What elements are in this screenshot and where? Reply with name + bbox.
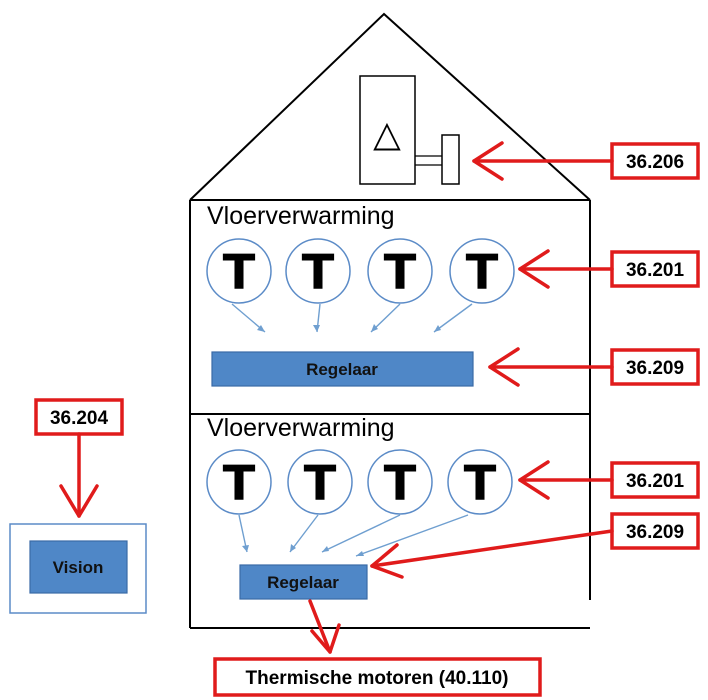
controller-box — [211, 351, 474, 387]
thermostat-circle — [449, 238, 515, 304]
floor-2-title: Vloerverwarming — [207, 414, 395, 442]
signal-arrow — [321, 514, 401, 553]
controller-box — [239, 564, 368, 600]
red-arrow-head — [370, 543, 404, 579]
thermostat-t-icon: T — [384, 456, 417, 512]
thermostat-t-icon: T — [464, 456, 497, 512]
arrowhead — [313, 325, 320, 332]
floor-1-title: Vloerverwarming — [207, 202, 395, 230]
thermostat-t-icon: T — [223, 456, 256, 512]
label-box — [610, 348, 700, 386]
label-36-201: 36.201 — [626, 260, 685, 281]
vision-label: Vision — [53, 558, 104, 577]
arrowhead — [257, 325, 265, 332]
vision-unit: Vision — [9, 523, 147, 614]
label-36-209: 36.209 — [626, 522, 684, 543]
floor-1-signal-arrows — [231, 303, 473, 333]
thermostat-circle — [206, 238, 272, 304]
arrowhead — [434, 325, 441, 332]
thermostat-circle — [285, 238, 351, 304]
callout-36-209-top: 36.209 — [488, 347, 700, 387]
arrowhead — [322, 546, 329, 552]
vision-display — [29, 540, 128, 594]
thermostat-circle — [206, 449, 272, 515]
arrowhead — [371, 324, 378, 332]
thermostat-t-icon: T — [223, 245, 256, 301]
arrowhead — [242, 545, 249, 552]
controller-label: Regelaar — [306, 360, 378, 379]
roof — [189, 12, 591, 201]
thermostat-t-icon: T — [304, 456, 337, 512]
red-arrow-line — [370, 529, 614, 568]
label-box — [610, 142, 700, 180]
red-arrow-head — [472, 141, 504, 181]
attic-sub-unit — [441, 134, 460, 185]
signal-arrow — [355, 514, 469, 557]
red-arrow-line — [308, 599, 332, 654]
thermostat-circle — [367, 238, 433, 304]
thermostat-t-icon: T — [384, 245, 417, 301]
thermostat-circle — [367, 449, 433, 515]
red-arrow-head — [518, 460, 550, 500]
thermostat-t-icon: T — [302, 245, 335, 301]
callout-36-204: 36.204 — [34, 398, 124, 518]
triangle-icon: △ — [373, 114, 401, 155]
callout-36-206: 36.206 — [472, 141, 700, 181]
callout-36-201-top: 36.201 — [518, 249, 700, 289]
label-36-204: 36.204 — [50, 408, 109, 429]
controller-label: Regelaar — [267, 573, 339, 592]
callout-36-201-bottom: 36.201 — [518, 460, 700, 500]
label-36-206: 36.206 — [626, 152, 684, 173]
attic-device: △ — [359, 75, 460, 185]
callout-motors: Thermische motoren (40.110) — [213, 599, 542, 697]
floor-2-signal-arrows — [238, 514, 469, 557]
red-arrow-head — [518, 249, 550, 289]
thermostat-circle — [447, 449, 513, 515]
label-thermal-motors: Thermische motoren (40.110) — [246, 668, 509, 689]
label-box — [213, 657, 542, 697]
red-arrow-head — [59, 484, 99, 518]
arrowhead — [290, 544, 296, 552]
floor-2: Vloerverwarming T T T T Regelaar — [206, 414, 513, 600]
label-36-201: 36.201 — [626, 471, 685, 492]
red-arrow-head — [488, 347, 520, 387]
signal-arrow — [433, 303, 473, 333]
thermostat-circle — [287, 449, 353, 515]
house-outline — [189, 12, 591, 629]
thermostat-t-icon: T — [466, 245, 499, 301]
attic-main-unit — [359, 75, 416, 185]
label-36-209: 36.209 — [626, 358, 684, 379]
callout-36-209-bottom: 36.209 — [370, 512, 700, 579]
floor-1: Vloerverwarming T T T T Regelaar — [206, 202, 515, 387]
signal-arrow — [289, 514, 319, 553]
arrowhead — [356, 551, 364, 556]
red-arrow-head — [310, 623, 341, 654]
